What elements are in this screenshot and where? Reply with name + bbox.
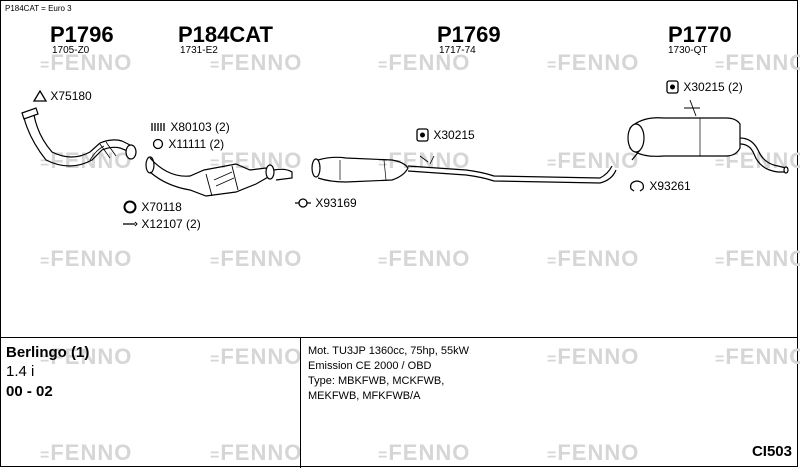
middle-silencer-drawing[interactable] [311,155,617,184]
vehicle-model: Berlingo (1) [6,344,90,361]
diagram-code: CI503 [751,443,792,460]
oem-number-front-pipe: 1705-Z0 [52,45,90,56]
oem-number-catalyst: 1731-E2 [180,45,218,56]
part-label-x11111[interactable]: X11111 (2) [151,137,224,151]
part-number-catalyst[interactable]: P184CAT [178,22,273,47]
watermark: =FENNO [378,148,471,173]
watermark: =FENNO [210,344,303,369]
spec-line: Emission CE 2000 / OBD [308,360,432,372]
watermark: =FENNO [547,148,640,173]
watermark: =FENNO [378,440,471,465]
oem-number-rear-silencer: 1730-QT [668,45,708,56]
catalyst-drawing[interactable] [145,156,293,197]
watermark: =FENNO [547,440,640,465]
ring-clamp-icon [152,138,164,150]
part-label-x30215-2[interactable]: X30215 (2) [666,80,743,94]
spec-line: Mot. TU3JP 1360cc, 75hp, 55kW [308,345,470,357]
oem-number-middle-silencer: 1717-74 [439,45,476,56]
watermark: =FENNO [547,246,640,271]
part-label-x80103[interactable]: X80103 (2) [151,120,230,134]
part-label-x75180[interactable]: X75180 [32,89,92,103]
watermark: =FENNO [715,344,800,369]
watermark: =FENNO [378,50,471,75]
part-label-x93169[interactable]: X93169 [294,196,357,210]
rear-silencer-drawing[interactable] [627,99,789,174]
o-ring-icon [123,200,137,214]
part-label-x70118[interactable]: X70118 [122,200,182,214]
watermark: =FENNO [210,440,303,465]
part-number-middle-silencer[interactable]: P1769 [437,22,501,47]
part-number-front-pipe[interactable]: P1796 [50,22,114,47]
front-pipe-drawing[interactable] [21,107,137,167]
watermark: =FENNO [547,344,640,369]
bolt-icon [123,221,138,227]
spec-line: Type: MBKFWB, MCKFWB, [308,375,445,387]
part-number-rear-silencer[interactable]: P1770 [668,22,732,47]
rubber-hanger-icon [416,128,429,142]
exhaust-diagram [21,99,789,197]
vehicle-info-panel: Berlingo (1) 1.4 i 00 - 02 Mot. TU3JP 13… [0,337,798,468]
watermark: =FENNO [715,50,800,75]
watermark: =FENNO [40,440,133,465]
spring-icon [151,123,165,131]
watermark: =FENNO [210,50,303,75]
watermark: =FENNO [378,246,471,271]
spec-line: MEKFWB, MFKFWB/A [308,390,421,402]
vehicle-years: 00 - 02 [6,383,53,400]
watermark: =FENNO [210,246,303,271]
bracket-hanger-icon [666,80,679,94]
panel-divider [300,338,301,468]
watermark: =FENNO [40,50,133,75]
part-label-x93261[interactable]: X93261 [628,179,691,193]
euro-note: P184CAT = Euro 3 [5,4,72,13]
watermark: =FENNO [40,246,133,271]
part-label-x30215[interactable]: X30215 [416,128,475,142]
vehicle-engine: 1.4 i [6,363,35,380]
clamp-icon [629,180,645,192]
part-label-x12107[interactable]: X12107 (2) [122,217,201,231]
watermark: =FENNO [547,50,640,75]
gasket-triangle-icon [32,89,48,102]
watermark: =FENNO [715,246,800,271]
watermark: =FENNO [40,344,133,369]
flange-gasket-icon [295,198,311,208]
